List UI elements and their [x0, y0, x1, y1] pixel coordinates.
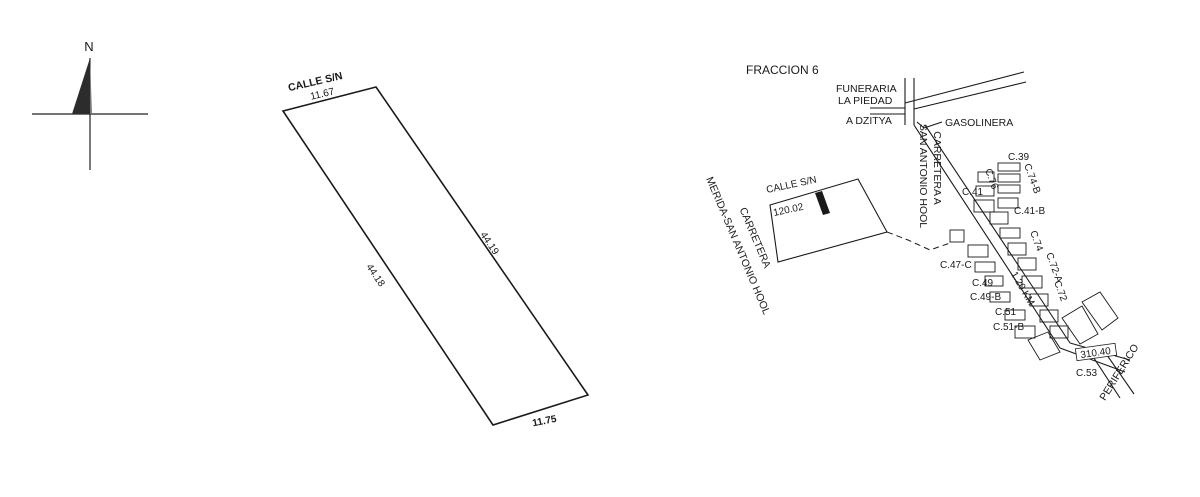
- street-c49b: C.49-B: [970, 292, 1001, 303]
- block: [999, 227, 1021, 239]
- block: [1014, 325, 1036, 339]
- street-c39: C.39: [1008, 152, 1030, 163]
- road-hool-east: [924, 124, 1071, 344]
- street-c74: C.74: [1027, 229, 1045, 253]
- lot-plan: CALLE S/N 11.67 44.19 44.18 11.75: [281, 70, 590, 430]
- block: [949, 229, 965, 243]
- city-blocks: [949, 162, 1119, 361]
- block: [967, 244, 989, 258]
- north-label: N: [84, 39, 93, 54]
- funeraria-label-2: LA PIEDAD: [838, 95, 893, 107]
- road-hool-west: [913, 124, 1061, 349]
- road-periferico-link: [1059, 347, 1126, 373]
- street-c74b: C.74-B: [1021, 162, 1042, 195]
- lot-top-dimension: 11.67: [309, 86, 336, 102]
- north-arrow-shade: [90, 58, 92, 114]
- block: [984, 275, 1004, 287]
- street-c41b: C.41-B: [1014, 206, 1045, 217]
- location-map: FRACCION 6: [703, 63, 1141, 403]
- gasolinera-pointer: [923, 121, 943, 129]
- block: [975, 185, 995, 197]
- block: [1029, 293, 1049, 307]
- block: [1061, 305, 1099, 345]
- block: [1007, 242, 1027, 256]
- block: [1004, 309, 1026, 321]
- lot-left-dimension: 44.18: [364, 262, 387, 289]
- block: [997, 184, 1021, 194]
- compass: N: [32, 39, 148, 170]
- gasolinera-pointer-2: [916, 121, 925, 129]
- street-c41: C.41: [962, 187, 984, 198]
- road-hool-label-1: CARRETERA A: [931, 131, 943, 205]
- block: [1081, 291, 1119, 331]
- block: [974, 261, 996, 273]
- road-hool-label-2: SAN ANTONIO HOOL: [917, 124, 929, 228]
- distance-2-label: 310.40: [1080, 346, 1112, 361]
- block: [977, 171, 995, 183]
- block: [989, 211, 1009, 225]
- street-c51: C.51: [995, 307, 1017, 318]
- map-lot-marker-icon: [815, 191, 830, 215]
- block: [973, 199, 995, 213]
- street-c72: C.72: [1051, 279, 1069, 303]
- block: [1027, 331, 1061, 361]
- north-arrow-icon: [72, 58, 90, 114]
- block: [997, 162, 1021, 172]
- funeraria-label-1: FUNERARIA: [836, 83, 897, 95]
- road-periferico: [1089, 351, 1121, 399]
- map-lot-frontage: 120.02: [772, 202, 805, 219]
- street-c76: C.76: [982, 167, 1000, 191]
- block: [1039, 309, 1059, 323]
- lot-bottom-dimension: 11.75: [531, 414, 558, 430]
- street-c49: C.49: [972, 278, 994, 289]
- block: [1049, 325, 1069, 339]
- road-dzitya-north: [904, 71, 1025, 104]
- street-c47c: C.47-C: [940, 260, 972, 271]
- road-dzitya-south: [913, 81, 1027, 110]
- block: [1017, 257, 1037, 271]
- gasolinera-label: GASOLINERA: [945, 117, 1013, 129]
- block: [1021, 275, 1043, 289]
- block: [997, 197, 1019, 209]
- distance-1-label: 1.20 KM: [1008, 270, 1036, 308]
- block: [997, 173, 1021, 183]
- dzitya-label: A DZITYA: [846, 115, 892, 127]
- lot-outline: [281, 86, 590, 426]
- lot-right-dimension: 44.19: [478, 230, 501, 257]
- block: [989, 291, 1011, 303]
- street-c51b: C.51-B: [993, 322, 1024, 333]
- distance-2-box: [1074, 342, 1118, 362]
- street-c53: C.53: [1076, 368, 1098, 379]
- map-lot-access-dashed: [886, 231, 951, 251]
- map-title: FRACCION 6: [746, 63, 819, 77]
